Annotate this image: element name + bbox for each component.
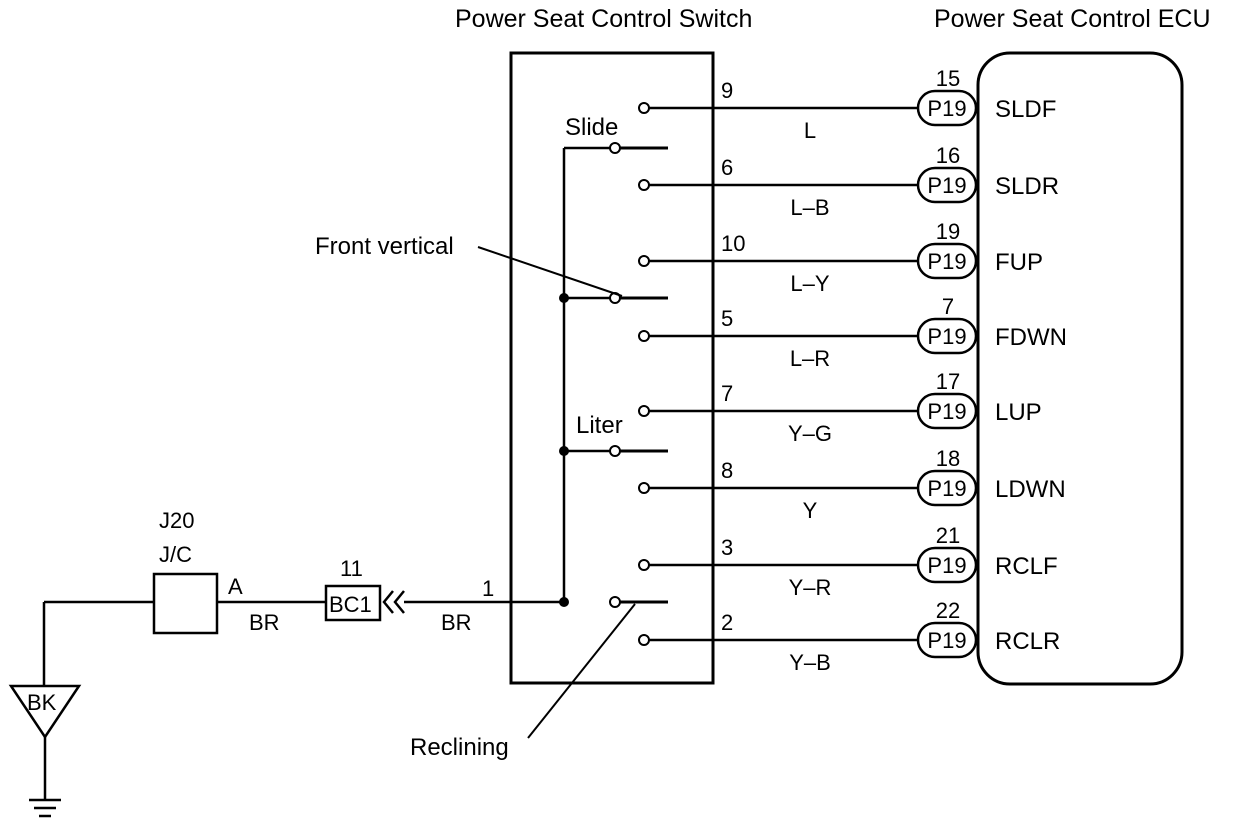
ecu-connector xyxy=(916,89,978,127)
slide-common-terminal xyxy=(609,142,621,154)
connector-name: P19 xyxy=(927,324,966,349)
common-wire-color: BR xyxy=(441,610,472,635)
junction-connector xyxy=(152,572,219,635)
ecu-connector xyxy=(916,621,978,659)
chevron-icon xyxy=(382,590,394,614)
switch-contact-terminal xyxy=(638,482,650,494)
ground-label: BK xyxy=(27,690,57,715)
reclining-label: Reclining xyxy=(410,734,509,761)
ecu-connector xyxy=(916,392,978,430)
wire-color: L xyxy=(804,118,816,143)
connector-name: P19 xyxy=(927,628,966,653)
slide-label: Slide xyxy=(565,114,618,141)
liter-common-terminal xyxy=(609,445,621,457)
ecu-pin: 22 xyxy=(936,598,960,623)
ecu-signal: LDWN xyxy=(995,476,1066,503)
ecu-connector xyxy=(916,166,978,204)
ecu-connector xyxy=(916,546,978,584)
switch-pin: 8 xyxy=(721,458,733,483)
switch-contact-terminal xyxy=(638,559,650,571)
ecu-title: Power Seat Control ECU xyxy=(934,5,1211,33)
jc-pin: A xyxy=(228,574,243,599)
switch-title: Power Seat Control Switch xyxy=(455,5,752,33)
connector-name: P19 xyxy=(927,476,966,501)
connector-name: P19 xyxy=(927,96,966,121)
ecu-signal: LUP xyxy=(995,399,1042,426)
wire-color: Y–B xyxy=(789,650,831,675)
bc1-connector xyxy=(324,584,382,622)
ecu-signal: SLDR xyxy=(995,173,1059,200)
connector-name: P19 xyxy=(927,553,966,578)
ground-point-triangle xyxy=(8,684,82,740)
switch-contact-terminal xyxy=(638,255,650,267)
ecu-pin: 16 xyxy=(936,143,960,168)
wire-color: Y–G xyxy=(788,421,832,446)
ecu-signal: SLDF xyxy=(995,96,1056,123)
ecu-connector xyxy=(916,469,978,507)
wire-color: L–B xyxy=(790,195,829,220)
ecu-signal: RCLF xyxy=(995,553,1058,580)
ecu-pin: 7 xyxy=(942,294,954,319)
switch-contact-terminal xyxy=(638,405,650,417)
junction-dot xyxy=(559,293,569,303)
switch-box xyxy=(509,51,715,685)
ecu-connector xyxy=(916,317,978,355)
bc1-pin: 11 xyxy=(340,556,363,581)
switch-contact-terminal xyxy=(638,102,650,114)
ecu-connector xyxy=(916,242,978,280)
wire-color: Y xyxy=(803,498,818,523)
junction-id: J20 xyxy=(159,508,194,533)
switch-pin: 7 xyxy=(721,381,733,406)
switch-pin: 10 xyxy=(721,231,745,256)
reclining-leader xyxy=(527,603,636,739)
junction-dot xyxy=(559,446,569,456)
switch-contact-terminal xyxy=(638,179,650,191)
bc1-name: BC1 xyxy=(329,592,372,617)
common-circuit: 1 BR BC1 11 A BR J20 J/C BK xyxy=(8,508,564,818)
switch-contact-terminal xyxy=(638,330,650,342)
switch-pin: 6 xyxy=(721,155,733,180)
ecu-pin: 17 xyxy=(936,369,960,394)
switch-pin: 2 xyxy=(721,610,733,635)
connector-name: P19 xyxy=(927,173,966,198)
front-vertical-label: Front vertical xyxy=(315,233,454,260)
ecu-signal: FDWN xyxy=(995,324,1067,351)
connector-name: P19 xyxy=(927,399,966,424)
ecu-pin: 21 xyxy=(936,523,960,548)
switch-pin: 3 xyxy=(721,535,733,560)
connector-name: P19 xyxy=(927,249,966,274)
wire-color: Y–R xyxy=(789,575,832,600)
junction-type: J/C xyxy=(159,542,192,567)
ecu-pin: 18 xyxy=(936,446,960,471)
wire-color: L–Y xyxy=(790,271,829,296)
common-pin-label: 1 xyxy=(482,576,494,601)
liter-label: Liter xyxy=(576,412,623,439)
switch-pin: 9 xyxy=(721,78,733,103)
wire-color: L–R xyxy=(790,346,830,371)
switch-contact-terminal xyxy=(638,634,650,646)
ecu-pin: 15 xyxy=(936,66,960,91)
ecu-signal: RCLR xyxy=(995,628,1060,655)
ecu-signal: FUP xyxy=(995,249,1043,276)
chevron-icon xyxy=(393,590,405,614)
reclining-common-terminal xyxy=(609,596,621,608)
jc-wire-color: BR xyxy=(249,610,280,635)
front-vertical-leader xyxy=(477,246,623,297)
ecu-box xyxy=(976,51,1184,686)
switch-pin: 5 xyxy=(721,306,733,331)
ecu-pin: 19 xyxy=(936,219,960,244)
